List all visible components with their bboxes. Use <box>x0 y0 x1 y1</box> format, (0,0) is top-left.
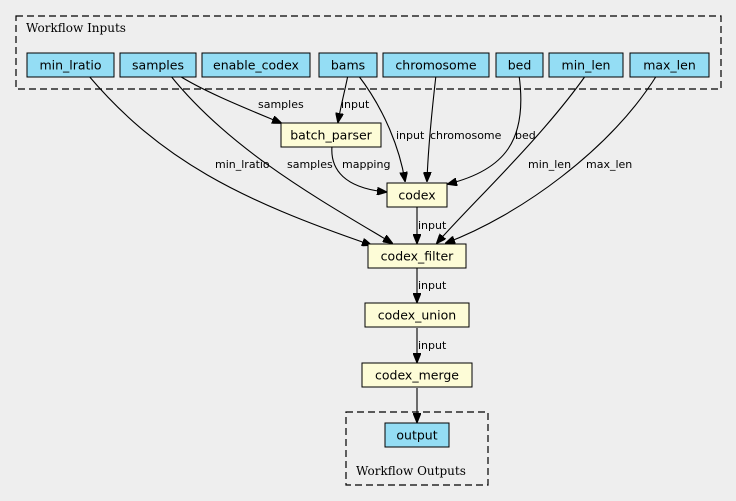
edge-label-samples-codex-filter: samples <box>287 158 333 171</box>
edge-label-codex-codex-filter: input <box>418 219 447 232</box>
edge-label-max-len-codex-filter: max_len <box>586 158 632 171</box>
node-output-label: output <box>396 428 437 443</box>
node-batch-parser-label: batch_parser <box>290 128 372 143</box>
edge-label-codex-filter-codex-union: input <box>418 279 447 292</box>
workflow-inputs-label: Workflow Inputs <box>26 21 126 35</box>
node-codex-filter[interactable]: codex_filter <box>367 243 467 269</box>
edge-label-bams-batch-parser: input <box>341 98 370 111</box>
node-codex-filter-label: codex_filter <box>381 249 455 264</box>
node-enable-codex[interactable]: enable_codex <box>201 52 311 78</box>
node-output[interactable]: output <box>384 422 450 448</box>
edge-min-lratio-codex-filter <box>87 74 371 245</box>
edge-batch-parser-codex <box>331 145 386 192</box>
node-batch-parser[interactable]: batch_parser <box>280 122 382 148</box>
edge-max-len-codex-filter <box>446 74 658 243</box>
node-codex-merge-label: codex_merge <box>375 368 459 383</box>
edges <box>87 74 658 422</box>
edge-min-len-codex-filter <box>437 74 587 243</box>
edge-label-samples-batch-parser: samples <box>258 98 304 111</box>
edge-bams-codex <box>357 74 405 181</box>
edge-label-min-len-codex-filter: min_len <box>528 158 571 171</box>
edge-bams-batch-parser <box>338 74 349 122</box>
node-enable-codex-label: enable_codex <box>213 58 299 73</box>
node-samples[interactable]: samples <box>119 52 197 78</box>
node-min-lratio-label: min_lratio <box>39 58 101 73</box>
node-bed-label: bed <box>508 58 532 73</box>
node-codex-label: codex <box>398 188 435 203</box>
edge-label-bed-codex: bed <box>515 129 536 142</box>
node-max-len-label: max_len <box>643 58 696 73</box>
node-samples-label: samples <box>132 58 184 73</box>
edge-label-bams-codex: input <box>396 129 425 142</box>
node-codex-union[interactable]: codex_union <box>364 302 470 328</box>
node-chromosome-label: chromosome <box>395 58 476 73</box>
node-bed[interactable]: bed <box>495 52 544 78</box>
node-codex[interactable]: codex <box>386 182 448 208</box>
edge-bed-codex <box>448 74 522 184</box>
edge-label-batch-parser-codex: mapping <box>342 158 390 171</box>
edge-label-codex-union-codex-merge: input <box>418 339 447 352</box>
node-bams[interactable]: bams <box>318 52 378 78</box>
workflow-inputs-cluster: Workflow Inputs <box>15 15 722 90</box>
edge-labels: samples input input chromosome bed mappi… <box>215 98 632 352</box>
node-codex-union-label: codex_union <box>378 308 456 323</box>
node-min-lratio[interactable]: min_lratio <box>26 52 115 78</box>
workflow-outputs-label: Workflow Outputs <box>356 464 466 478</box>
edge-label-chromosome-codex: chromosome <box>430 129 502 142</box>
edge-samples-codex-filter <box>169 74 392 243</box>
node-codex-merge[interactable]: codex_merge <box>361 362 473 388</box>
node-min-len-label: min_len <box>562 58 611 73</box>
edge-chromosome-codex <box>427 74 437 181</box>
edge-samples-batch-parser <box>177 74 281 123</box>
node-chromosome[interactable]: chromosome <box>382 52 490 78</box>
node-bams-label: bams <box>331 58 365 73</box>
node-min-len[interactable]: min_len <box>548 52 624 78</box>
node-max-len[interactable]: max_len <box>629 52 710 78</box>
edge-label-min-lratio-codex-filter: min_lratio <box>215 158 270 171</box>
